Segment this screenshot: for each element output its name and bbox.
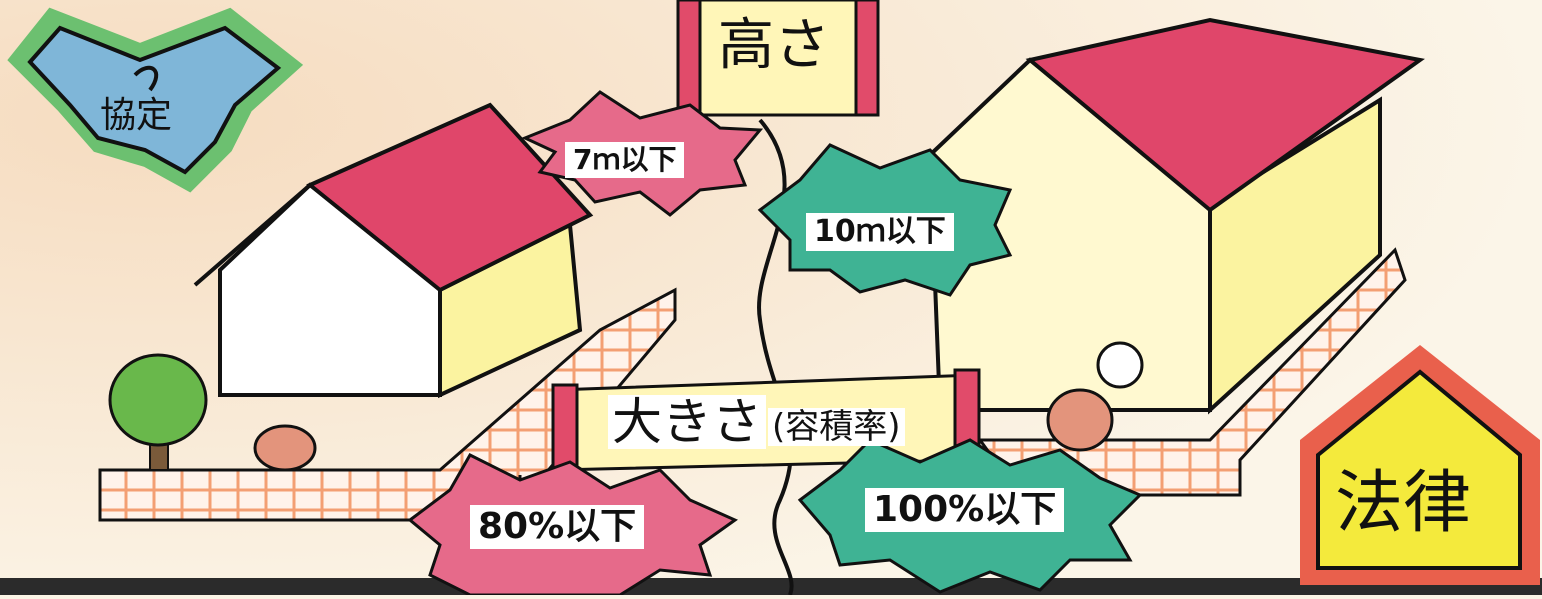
left-house [193,102,594,399]
handshake-icon [133,65,159,92]
tree-icon [108,353,208,471]
law-height-label: 10ｍ以下 [806,213,954,251]
size-subtitle: (容積率) [768,408,905,446]
law-badge-label: 法律 [1335,464,1472,543]
height-banner [676,0,880,117]
agreement-badge [7,7,304,193]
agreement-height-label: 7ｍ以下 [565,142,685,178]
ground-strip [0,578,1542,595]
size-title: 大きさ [608,395,766,449]
right-house [927,17,1425,415]
height-title: 高さ [718,13,830,78]
law-size-label: 100%以下 [865,488,1065,532]
pig-icon [253,341,1144,472]
agreement-badge-label: 協定 [100,95,173,136]
agreement-size-label: 80%以下 [470,505,645,549]
law-badge [1300,345,1540,585]
house-icon [1316,369,1522,570]
